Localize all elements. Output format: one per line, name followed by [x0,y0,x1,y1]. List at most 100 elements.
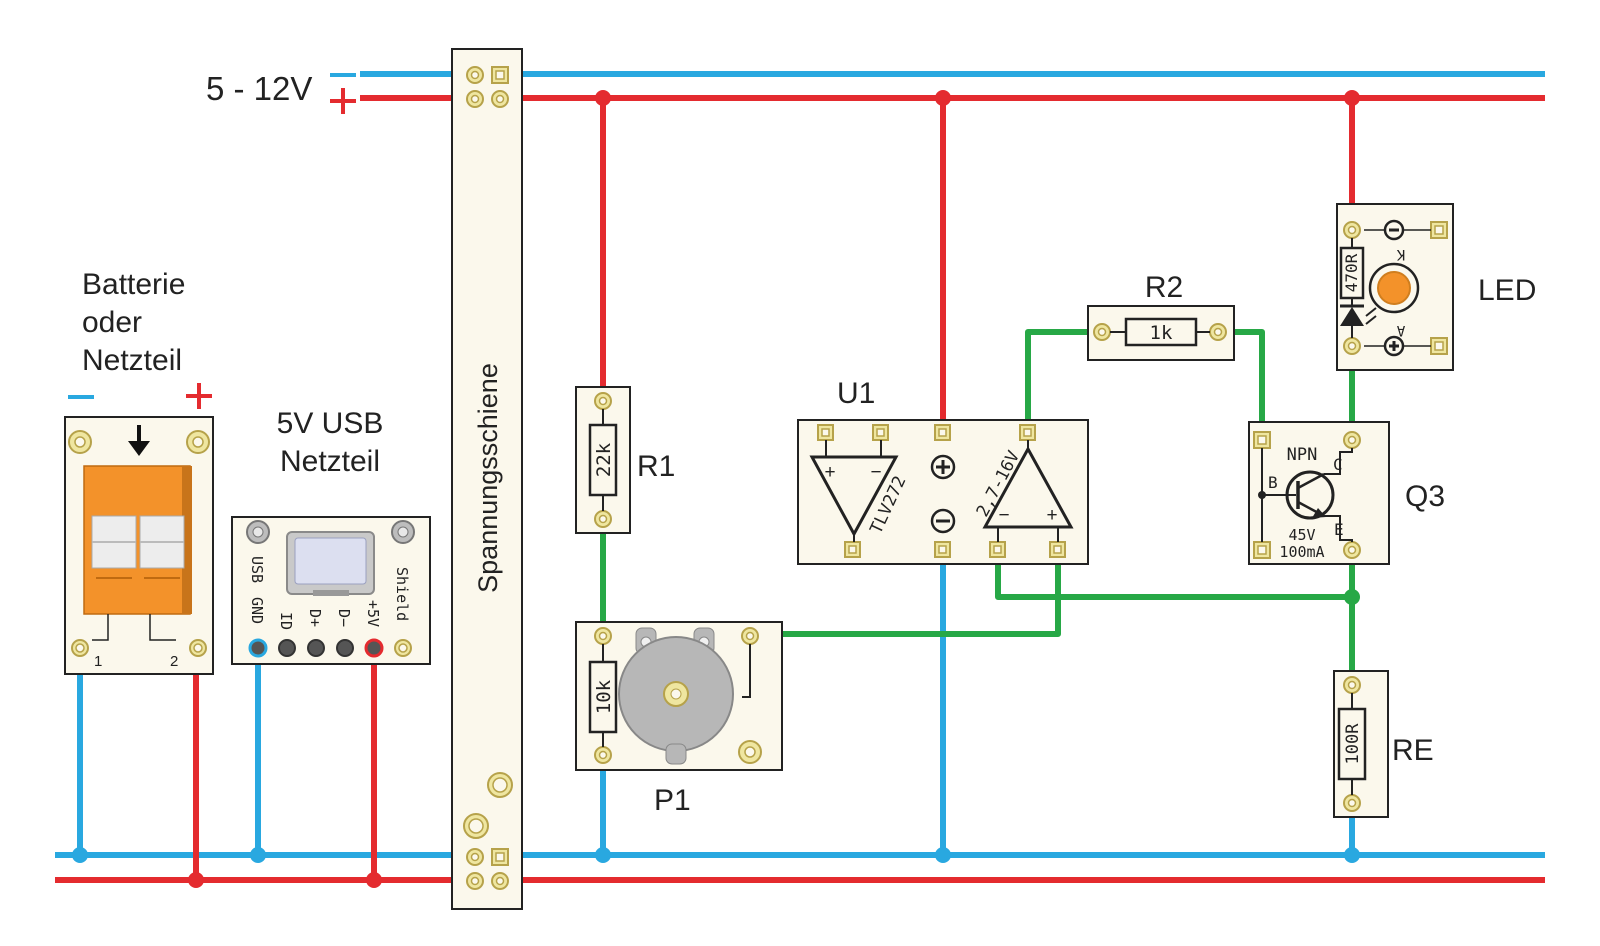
arrow-down-head [128,441,150,456]
u1-label: U1 [837,377,875,410]
battery-label-line3: Netzteil [82,344,182,377]
q3-emitter-trace [1324,515,1353,542]
q3-e-label: E [1334,520,1344,539]
junction-dot [366,872,382,888]
led-diode-icon [1340,307,1364,326]
terminal-side [182,466,192,614]
opamp-right-minus: − [998,505,1009,526]
r2-label: R2 [1145,271,1183,304]
terminal-pad-2-inner [193,643,203,653]
terminal-pin2-label: 2 [170,653,178,670]
r2-pad-inner [1213,327,1223,337]
r1-pad-inner [598,396,608,406]
re-value: 100R [1343,723,1363,765]
led-pad-square-inner [1434,225,1444,235]
usb-label-5v: +5V [364,600,382,627]
q3-imax: 100mA [1279,543,1324,561]
led-k-label: K [1396,246,1405,262]
u1-pad-inner [1023,428,1032,437]
wires [55,71,1545,883]
resistor-r2: R2 1k [1087,271,1235,361]
rail-mounting-hole-inner [492,777,508,793]
q3-pad-inner [1347,435,1357,445]
junction-dot [1344,90,1360,106]
led-light-arrow [1365,307,1377,317]
supply-plus-icon [930,454,956,480]
p1-value: 10k [593,679,615,714]
usb-connector-inner [294,537,367,585]
p1-pad-inner [598,750,608,760]
opamp-feedback-wire [995,550,1352,600]
led-label: LED [1478,274,1536,307]
r2-body [1124,317,1198,347]
rail-pad-inner [470,852,480,862]
re-pad-inner [1347,680,1357,690]
usb-title-line1: 5V USB [277,407,384,440]
usb-pad-gnd [248,638,268,658]
led-light-arrow [1365,315,1377,325]
opamp-triangle-left-icon [809,455,899,538]
q3-board [1248,421,1390,565]
usb-title-line2: Netzteil [280,445,380,478]
junction-dot [72,847,88,863]
led-a-label: A [1396,322,1405,338]
resistor-re: 100R RE [1333,670,1434,818]
usb-label-id: ID [277,612,295,630]
mounting-hole [252,526,264,538]
supply-label: 5 - 12V [206,70,356,114]
usb-label-usb: USB [248,556,266,583]
q3-pad-inner [1257,435,1267,445]
rail-pad-inner [470,876,480,886]
battery-label-line2: oder [82,306,142,339]
opamp-right-plus: + [1046,505,1057,526]
opamp-left-plus: + [824,462,835,483]
mounting-hole [192,436,204,448]
u1-board [797,419,1089,565]
q3-label: Q3 [1405,480,1445,513]
u1-pad-inner [938,428,947,437]
u1-pad-inner [1053,545,1062,554]
rail-pad-square-inner [495,852,505,862]
usb-pad-id [278,639,296,657]
p1-mounting-hole-inner [744,746,756,758]
q3-collector-trace [1324,448,1353,475]
junction-dot [935,847,951,863]
led-lens-icon [1377,271,1411,305]
opamp-u1: U1 + − TLV272 [797,377,1089,565]
usb-pad-shield-inner [398,643,408,653]
q3-b-label: B [1268,473,1278,492]
q3-pad-inner [1347,545,1357,555]
usb-pad-5v [364,638,384,658]
u1-pad-inner [876,428,885,437]
re-label: RE [1392,734,1434,767]
u1-pad-inner [993,545,1002,554]
r2-value: 1k [1150,322,1173,344]
resistor-r1: 22k R1 [575,386,675,534]
junction-dot [935,90,951,106]
spannungsschiene-label: Spannungsschiene [473,363,503,593]
npn-transistor-icon [1285,470,1335,520]
u1-pad-inner [938,545,947,554]
mounting-hole [397,526,409,538]
usb-label-gnd: GND [248,597,266,624]
supply-minus-icon [930,508,956,534]
led-resistor-value: 470R [1342,253,1361,292]
r1-pad-inner [598,514,608,524]
q3-pad-inner [1257,545,1267,555]
potentiometer-p1: 10k P1 [575,621,783,817]
voltage-label: 5 - 12V [206,70,312,107]
led-pad-square-inner [1434,341,1444,351]
q3-vmax: 45V [1288,526,1315,544]
usb-power-board: 5V USB Netzteil USB GND ID D+ D− +5V Shi… [231,407,431,665]
power-rail-board: Spannungsschiene [451,48,523,910]
terminal-pin1-label: 1 [94,653,102,670]
q3-type: NPN [1287,445,1318,465]
rail-pad-inner [470,70,480,80]
led-module: 470R K A LED [1336,203,1536,371]
usb-label-dminus: D− [335,609,353,627]
led-pad-inner [1347,341,1357,351]
p1-label: P1 [654,784,691,817]
rail-pad-square-inner [495,70,505,80]
led-pad-inner [1347,225,1357,235]
